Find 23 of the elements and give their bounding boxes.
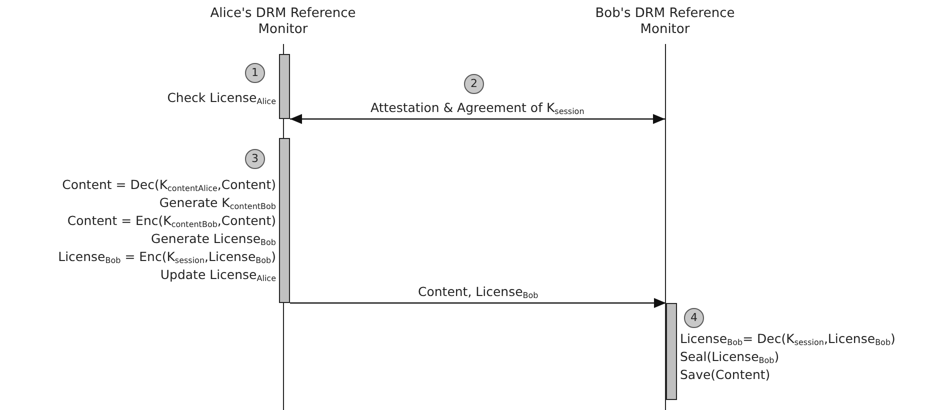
activation-bar (279, 54, 290, 119)
step-number-circle: 3 (245, 149, 265, 169)
participant-label: Alice's DRM Reference Monitor (198, 6, 368, 38)
lifeline (665, 44, 666, 410)
step-text: Check License$_{Alice}$ (167, 89, 276, 108)
step-text: Save(Content) (680, 366, 770, 383)
step-number-circle: 4 (684, 308, 704, 328)
message-arrow (290, 298, 666, 308)
edge-label: Attestation & Agreement of K$_{session}$ (370, 99, 584, 118)
step-text: License$_{Bob}$ = Enc(K$_{session}$,License$_{Bob}$) (58, 248, 276, 267)
participant-label: Bob's DRM Reference Monitor (580, 6, 750, 38)
message-arrow (290, 114, 665, 124)
edge-label: Content, License$_{Bob}$ (418, 283, 538, 302)
step-text: Content = Dec(K$_{content}$$_{Alice}$,Content) (62, 176, 276, 195)
activation-bar (666, 303, 677, 400)
step-text: Seal(License$_{Bob}$) (680, 348, 780, 367)
step-number-circle: 2 (464, 74, 484, 94)
step-number-circle: 1 (245, 63, 265, 83)
step-text: License$_{Bob}$= Dec(K$_{session}$,License$_{Bob}$) (680, 330, 896, 349)
step-text: Generate License$_{Bob}$ (151, 230, 276, 249)
step-text: Content = Enc(K$_{content}$$_{Bob}$,Content) (67, 212, 276, 231)
activation-bar (279, 138, 290, 303)
step-text: Update License$_{Alice}$ (160, 266, 276, 285)
